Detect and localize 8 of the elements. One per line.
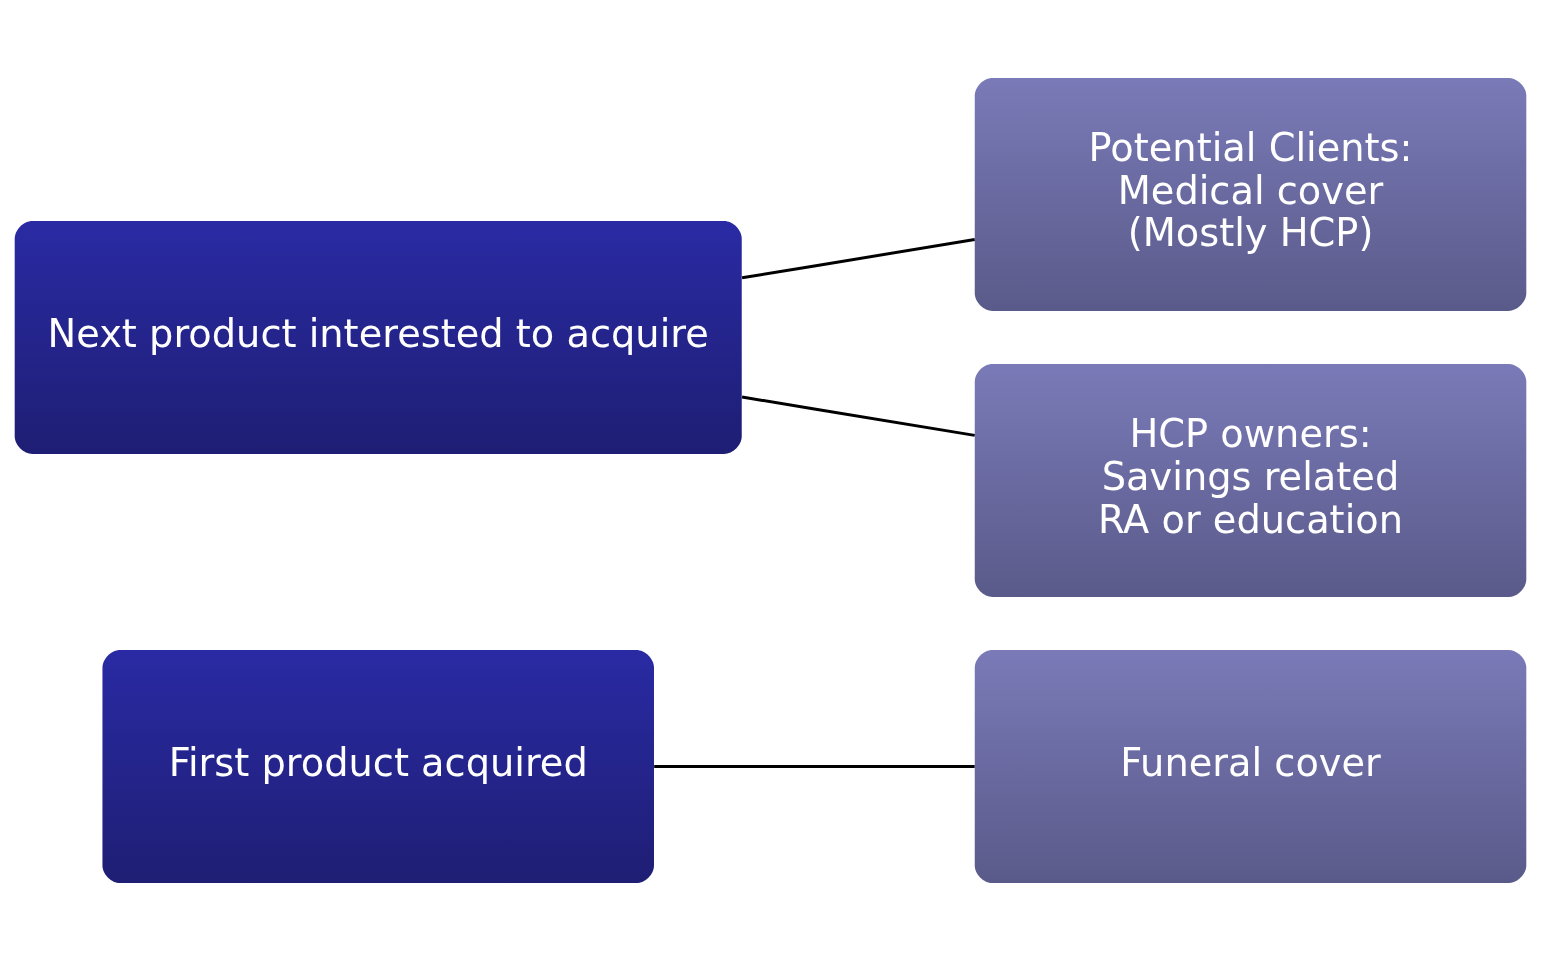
- connector: [654, 765, 975, 769]
- connector: [741, 238, 975, 280]
- node-box: Next product interested to acquire: [14, 220, 742, 454]
- node-box: Funeral cover: [974, 650, 1527, 884]
- node-box: First product acquired: [102, 650, 654, 884]
- connector: [741, 395, 975, 437]
- node-box: Potential Clients: Medical cover (Mostly HCP): [974, 77, 1527, 311]
- node-box: HCP owners: Savings related RA or education: [974, 364, 1527, 597]
